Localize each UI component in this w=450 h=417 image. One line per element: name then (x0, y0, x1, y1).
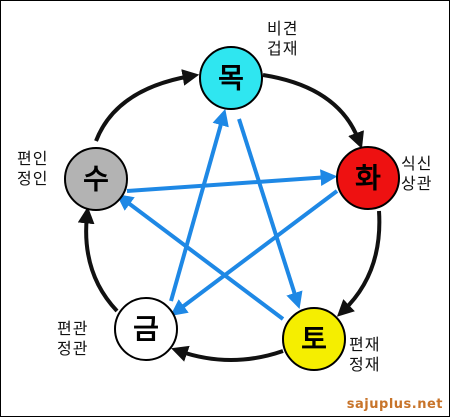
arc-earth-metal (171, 345, 284, 362)
arc-wood-fire (262, 73, 364, 149)
generating-cycle (77, 69, 382, 362)
label-metal-line1: 편관 (57, 319, 89, 338)
label-metal: 편관 정관 (57, 319, 88, 359)
node-earth-label: 토 (301, 323, 327, 356)
star-metal-wood (169, 108, 229, 302)
label-fire-line2: 상관 (401, 174, 433, 193)
star-wood-earth (237, 118, 303, 310)
node-fire-label: 화 (355, 162, 381, 195)
node-water-label: 수 (83, 163, 109, 196)
watermark: sajuplus.net (346, 397, 443, 412)
star-fire-metal (170, 189, 339, 317)
node-water: 수 (64, 147, 128, 211)
label-metal-line2: 정관 (57, 339, 89, 358)
arc-fire-earth (336, 210, 382, 317)
arc-metal-water (77, 206, 119, 313)
label-earth-line2: 정재 (349, 355, 381, 374)
node-fire: 화 (336, 146, 400, 210)
node-wood: 목 (199, 46, 263, 110)
label-earth: 편재 정재 (349, 335, 380, 375)
label-wood-line1: 비견 (267, 19, 299, 38)
label-water-line1: 편인 (17, 149, 49, 168)
node-wood-label: 목 (218, 62, 244, 95)
label-water: 편인 정인 (17, 149, 48, 189)
label-fire-line1: 식신 (401, 154, 433, 173)
node-metal: 금 (114, 297, 178, 361)
node-metal-label: 금 (133, 313, 159, 346)
controlling-cycle (116, 108, 339, 321)
arc-water-wood (94, 69, 200, 142)
node-earth: 토 (282, 307, 346, 371)
star-earth-water (116, 193, 285, 321)
label-wood-line2: 겁재 (267, 39, 299, 58)
label-fire: 식신 상관 (401, 154, 432, 194)
star-water-fire (126, 169, 338, 193)
label-wood: 비견 겁재 (267, 19, 298, 59)
label-earth-line1: 편재 (349, 335, 381, 354)
label-water-line2: 정인 (17, 169, 49, 188)
